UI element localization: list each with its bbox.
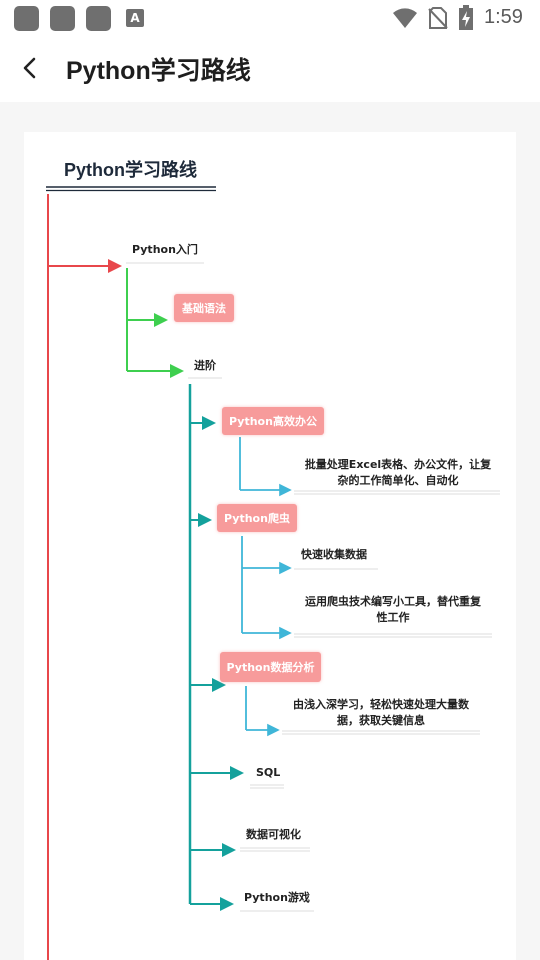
node-visualization: 数据可视化	[246, 828, 301, 841]
status-time: 1:59	[484, 6, 523, 28]
app-bar: Python学习路线	[0, 36, 540, 102]
battery-charging-icon	[459, 5, 473, 30]
node-crawler: Python爬虫	[217, 504, 297, 532]
app-notification-icon	[50, 6, 75, 31]
node-office-desc-line: 批量处理Excel表格、办公文件，让复	[304, 458, 492, 471]
node-crawler-desc-2: 运用爬虫技术编写小工具，替代重复 性工作	[294, 594, 492, 626]
node-advanced: 进阶	[194, 359, 216, 372]
detail-branches	[239, 437, 292, 737]
mindmap-title-underline	[46, 186, 216, 192]
node-office-desc: 批量处理Excel表格、办公文件，让复 杂的工作简单化、自动化	[296, 457, 500, 489]
no-sim-icon	[428, 7, 448, 29]
root-branch	[47, 194, 122, 960]
node-sql: SQL	[256, 766, 281, 779]
chevron-left-icon	[23, 57, 36, 79]
mindmap-title: Python学习路线	[64, 160, 197, 180]
wifi-icon	[393, 8, 417, 28]
intro-branch	[126, 268, 184, 378]
node-data-desc-line: 据，获取关键信息	[337, 714, 425, 727]
back-button[interactable]	[14, 52, 46, 84]
node-underlines	[126, 262, 500, 912]
node-office-desc-line: 杂的工作简单化、自动化	[337, 474, 459, 487]
page-title: Python学习路线	[66, 57, 251, 85]
node-data-desc-line: 由浅入深学习，轻松快速处理大量数	[293, 698, 469, 711]
app-notification-icon	[86, 6, 111, 31]
status-bar: A 1:59	[0, 0, 540, 36]
node-crawler-desc-1: 快速收集数据	[301, 548, 367, 561]
mindmap-card	[24, 132, 516, 960]
node-basic-syntax: 基础语法	[174, 294, 234, 322]
app-notification-icon	[14, 6, 39, 31]
node-crawler-desc-2-line: 性工作	[376, 611, 410, 624]
node-data-analysis: Python数据分析	[220, 652, 321, 682]
node-game: Python游戏	[244, 891, 310, 904]
node-data-desc: 由浅入深学习，轻松快速处理大量数 据，获取关键信息	[282, 697, 480, 729]
advanced-branch	[188, 384, 244, 911]
font-app-icon: A	[126, 9, 144, 27]
node-office: Python高效办公	[222, 407, 324, 435]
node-crawler-desc-2-line: 运用爬虫技术编写小工具，替代重复	[305, 595, 481, 608]
node-intro: Python入门	[132, 243, 198, 256]
